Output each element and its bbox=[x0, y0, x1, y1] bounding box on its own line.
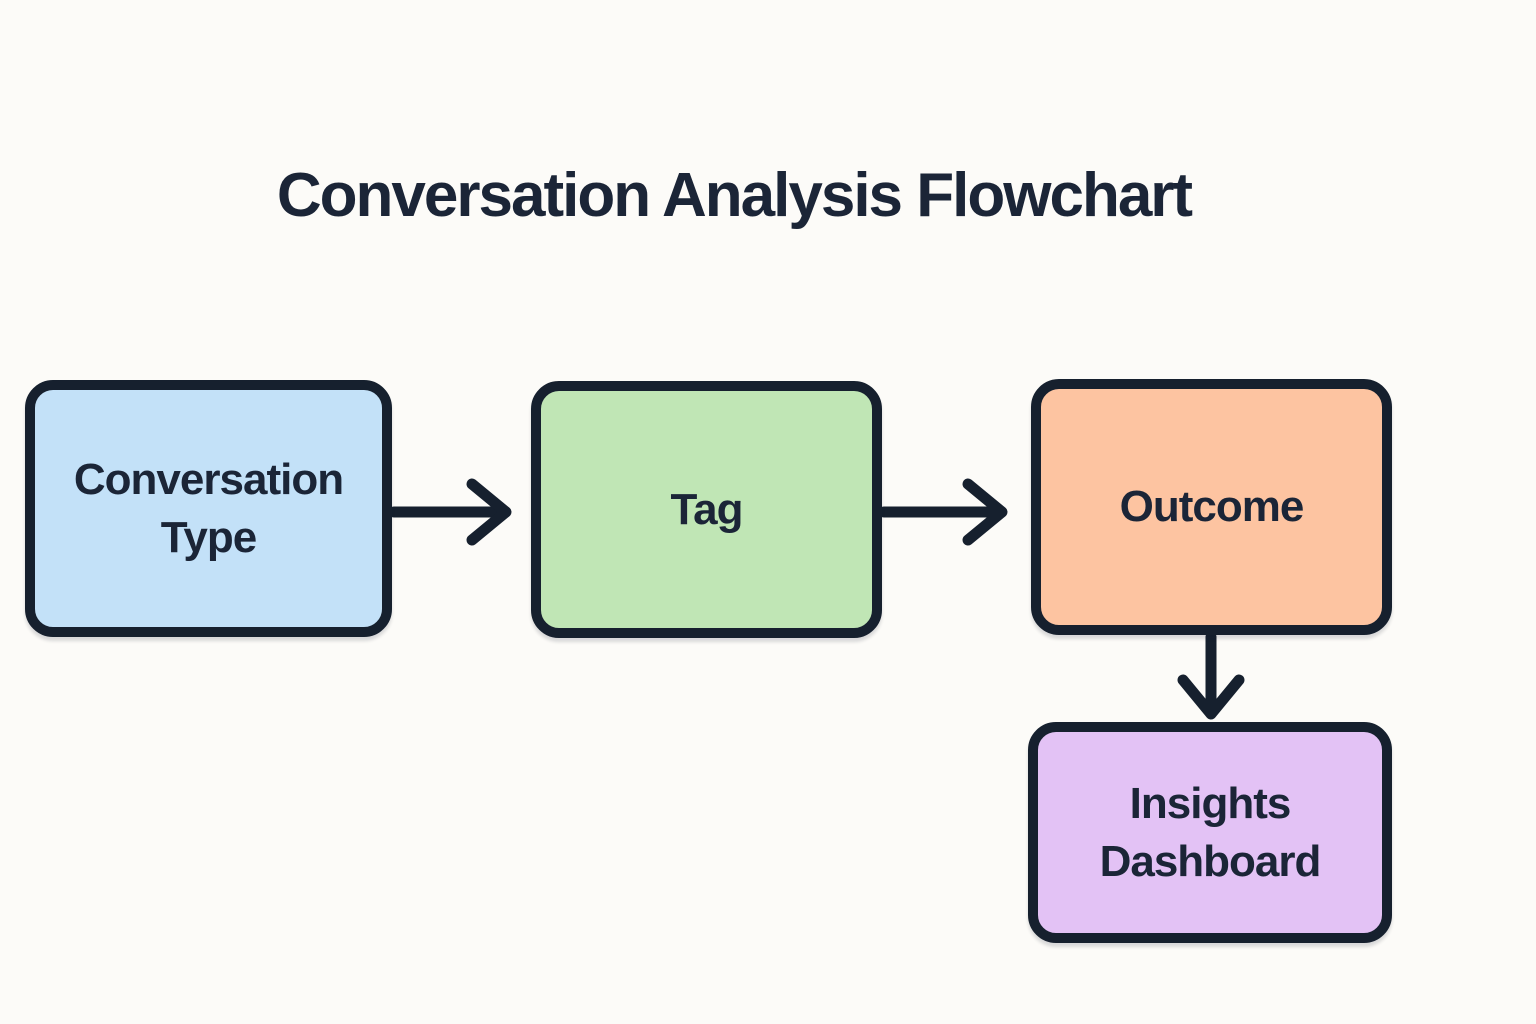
node-conversation-type-label: Conversation Type bbox=[73, 455, 344, 562]
node-tag-label: Tag bbox=[670, 484, 744, 534]
node-outcome-label: Outcome bbox=[1119, 482, 1305, 532]
arrow-tag-to-outcome bbox=[878, 478, 1008, 546]
arrow-conversation-type-to-tag bbox=[388, 478, 512, 546]
node-insights-dashboard: Insights Dashboard bbox=[1028, 722, 1392, 943]
arrow-outcome-to-insights-dashboard bbox=[1177, 631, 1245, 720]
node-tag: Tag bbox=[531, 381, 882, 638]
diagram-title: Conversation Analysis Flowchart bbox=[276, 160, 1193, 230]
node-outcome: Outcome bbox=[1031, 379, 1392, 635]
node-conversation-type: Conversation Type bbox=[25, 380, 392, 637]
node-insights-dashboard-label: Insights Dashboard bbox=[1099, 779, 1322, 886]
